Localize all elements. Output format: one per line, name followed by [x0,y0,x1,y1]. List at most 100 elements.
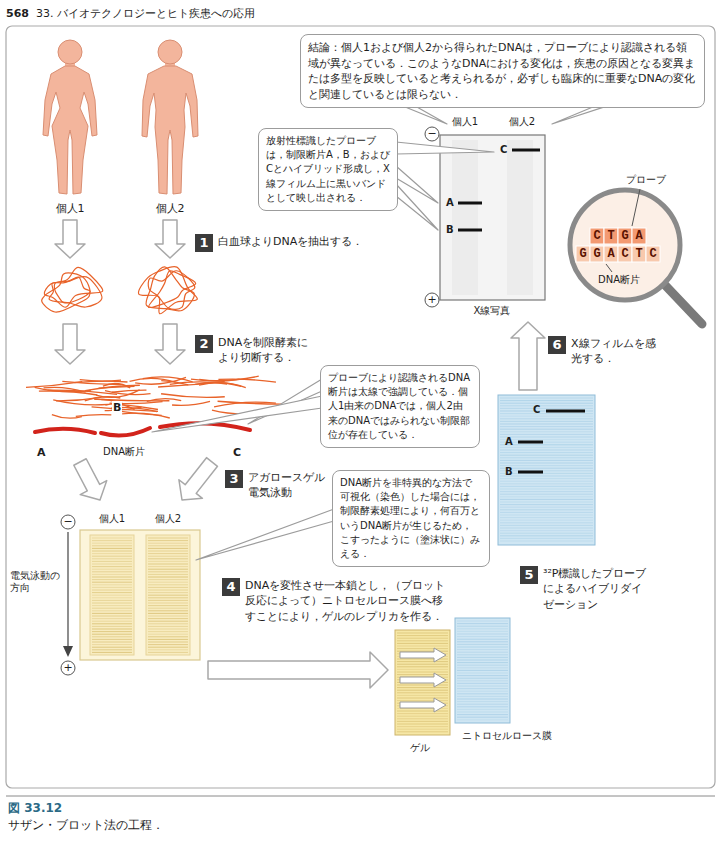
probed-membrane-texture [500,481,593,482]
nitrocellulose-membrane-texture [457,626,508,627]
blot-gel-texture [397,724,448,725]
person-figure [43,40,97,194]
probed-membrane-ground [498,395,595,545]
gel-lane-texture [148,639,188,640]
callout-pointer [196,509,334,560]
dna-fragment [161,394,225,398]
step-label: 1白血球よりDNAを抽出する． [195,234,368,252]
gel-lane-texture [148,564,188,565]
figure-label: 個人2 [155,513,181,525]
gel-lane-texture [92,574,132,575]
nitrocellulose-membrane-texture [457,662,508,663]
step-number: 3 [225,470,243,488]
nitrocellulose-membrane-texture [457,691,508,692]
nitrocellulose-membrane-texture [457,688,508,689]
magnifier-handle [664,284,702,324]
blot-gel-texture [397,726,448,727]
flow-arrow [208,652,388,688]
nitrocellulose-membrane-texture [457,623,508,624]
step-description: DNAを変性させ一本鎖とし，（ブロット反応によって）ニトロセルロース膜へ移すこと… [245,578,450,624]
blot-gel-texture [397,695,448,696]
callout-text: プローブにより認識されるDNA断片は太線で強調している．個人1由来のDNAでは，… [328,371,472,442]
blot-gel-texture [397,661,448,662]
probed-membrane-texture [500,476,593,477]
probed-membrane-texture [500,468,593,469]
step-number: 2 [195,335,213,353]
gel-lane-texture [92,605,132,606]
nitrocellulose-membrane-texture [457,706,508,707]
nitrocellulose-membrane-texture [457,717,508,718]
nitrocellulose-membrane-texture [457,714,508,715]
gel-lane-texture [92,545,132,546]
figure-label: + [63,661,72,675]
callout-text: DNA断片を非特異的な方法で可視化（染色）した場合には，制限酵素処理により，何百… [340,476,482,561]
dna-fragment [218,401,282,404]
probed-membrane-texture [500,517,593,518]
probed-membrane-texture [500,486,593,487]
figure-label: B [446,224,454,236]
electrode-circle [425,127,439,141]
gel-lane-texture [92,582,132,583]
dna-fragment [74,381,127,383]
callout-pointer [404,106,447,124]
figure-label: 個人1 [56,202,85,215]
step-number: 5 [520,566,538,584]
blot-gel-texture [397,674,448,675]
gel-lane-texture [148,642,188,643]
nitrocellulose-membrane-texture [457,719,508,720]
probed-membrane-texture [500,470,593,471]
nitrocellulose-membrane-texture [457,670,508,671]
gel-lane-texture [92,610,132,611]
direction-arrow-line [67,532,68,648]
nitrocellulose-membrane-texture [457,652,508,653]
step-label: 2DNAを制限酵素により切断する． [195,335,318,366]
figure-label: 568 [6,7,29,20]
probe-fragment [35,429,95,433]
probed-membrane-texture [500,431,593,432]
gel-lane-texture [148,566,188,567]
film-lane [452,140,478,295]
gel-lane-texture [92,636,132,637]
gel-lane-texture [148,558,188,559]
blot-gel-texture [397,687,448,688]
blot-gel-texture [397,731,448,732]
dna-fragments [26,376,281,435]
figure-label: − [427,127,436,141]
probed-membrane-texture [500,502,593,503]
figure-label: A [505,436,513,448]
flow-arrow [179,458,218,500]
nitrocellulose-membrane-texture [457,644,508,645]
probed-membrane-texture [500,483,593,484]
blot-gel-texture [397,729,448,730]
blot-gel-texture [397,672,448,673]
nitrocellulose-membrane-texture [457,647,508,648]
probed-membrane-texture [500,496,593,497]
gel-lane-texture [148,626,188,627]
gel-lane-texture [148,538,188,539]
gel-lane-texture [92,639,132,640]
gel-lane-texture [92,548,132,549]
agarose-gel [80,530,200,660]
gel-lane-texture [148,548,188,549]
transfer-arrow [400,673,446,687]
probed-membrane-texture [500,457,593,458]
probed-membrane-texture [500,525,593,526]
gel-lane-texture [92,590,132,591]
figure-label: 33. バイオテクノロジーとヒト疾患への応用 [36,7,255,20]
gel-lane-texture [92,577,132,578]
gel-lane-texture [92,543,132,544]
probed-membrane-texture [500,421,593,422]
nitrocellulose-membrane-texture [457,701,508,702]
membrane-band [518,471,543,474]
gel-lane-texture [148,600,188,601]
probed-membrane-texture [500,535,593,536]
probed-membrane-texture [500,541,593,542]
gel-lane-texture [148,595,188,596]
probed-membrane-texture [500,533,593,534]
gel-lane-texture [148,649,188,650]
gel-lane-texture [148,579,188,580]
probed-membrane-texture [500,416,593,417]
gel-lane-texture [148,610,188,611]
probed-membrane-texture [500,429,593,430]
